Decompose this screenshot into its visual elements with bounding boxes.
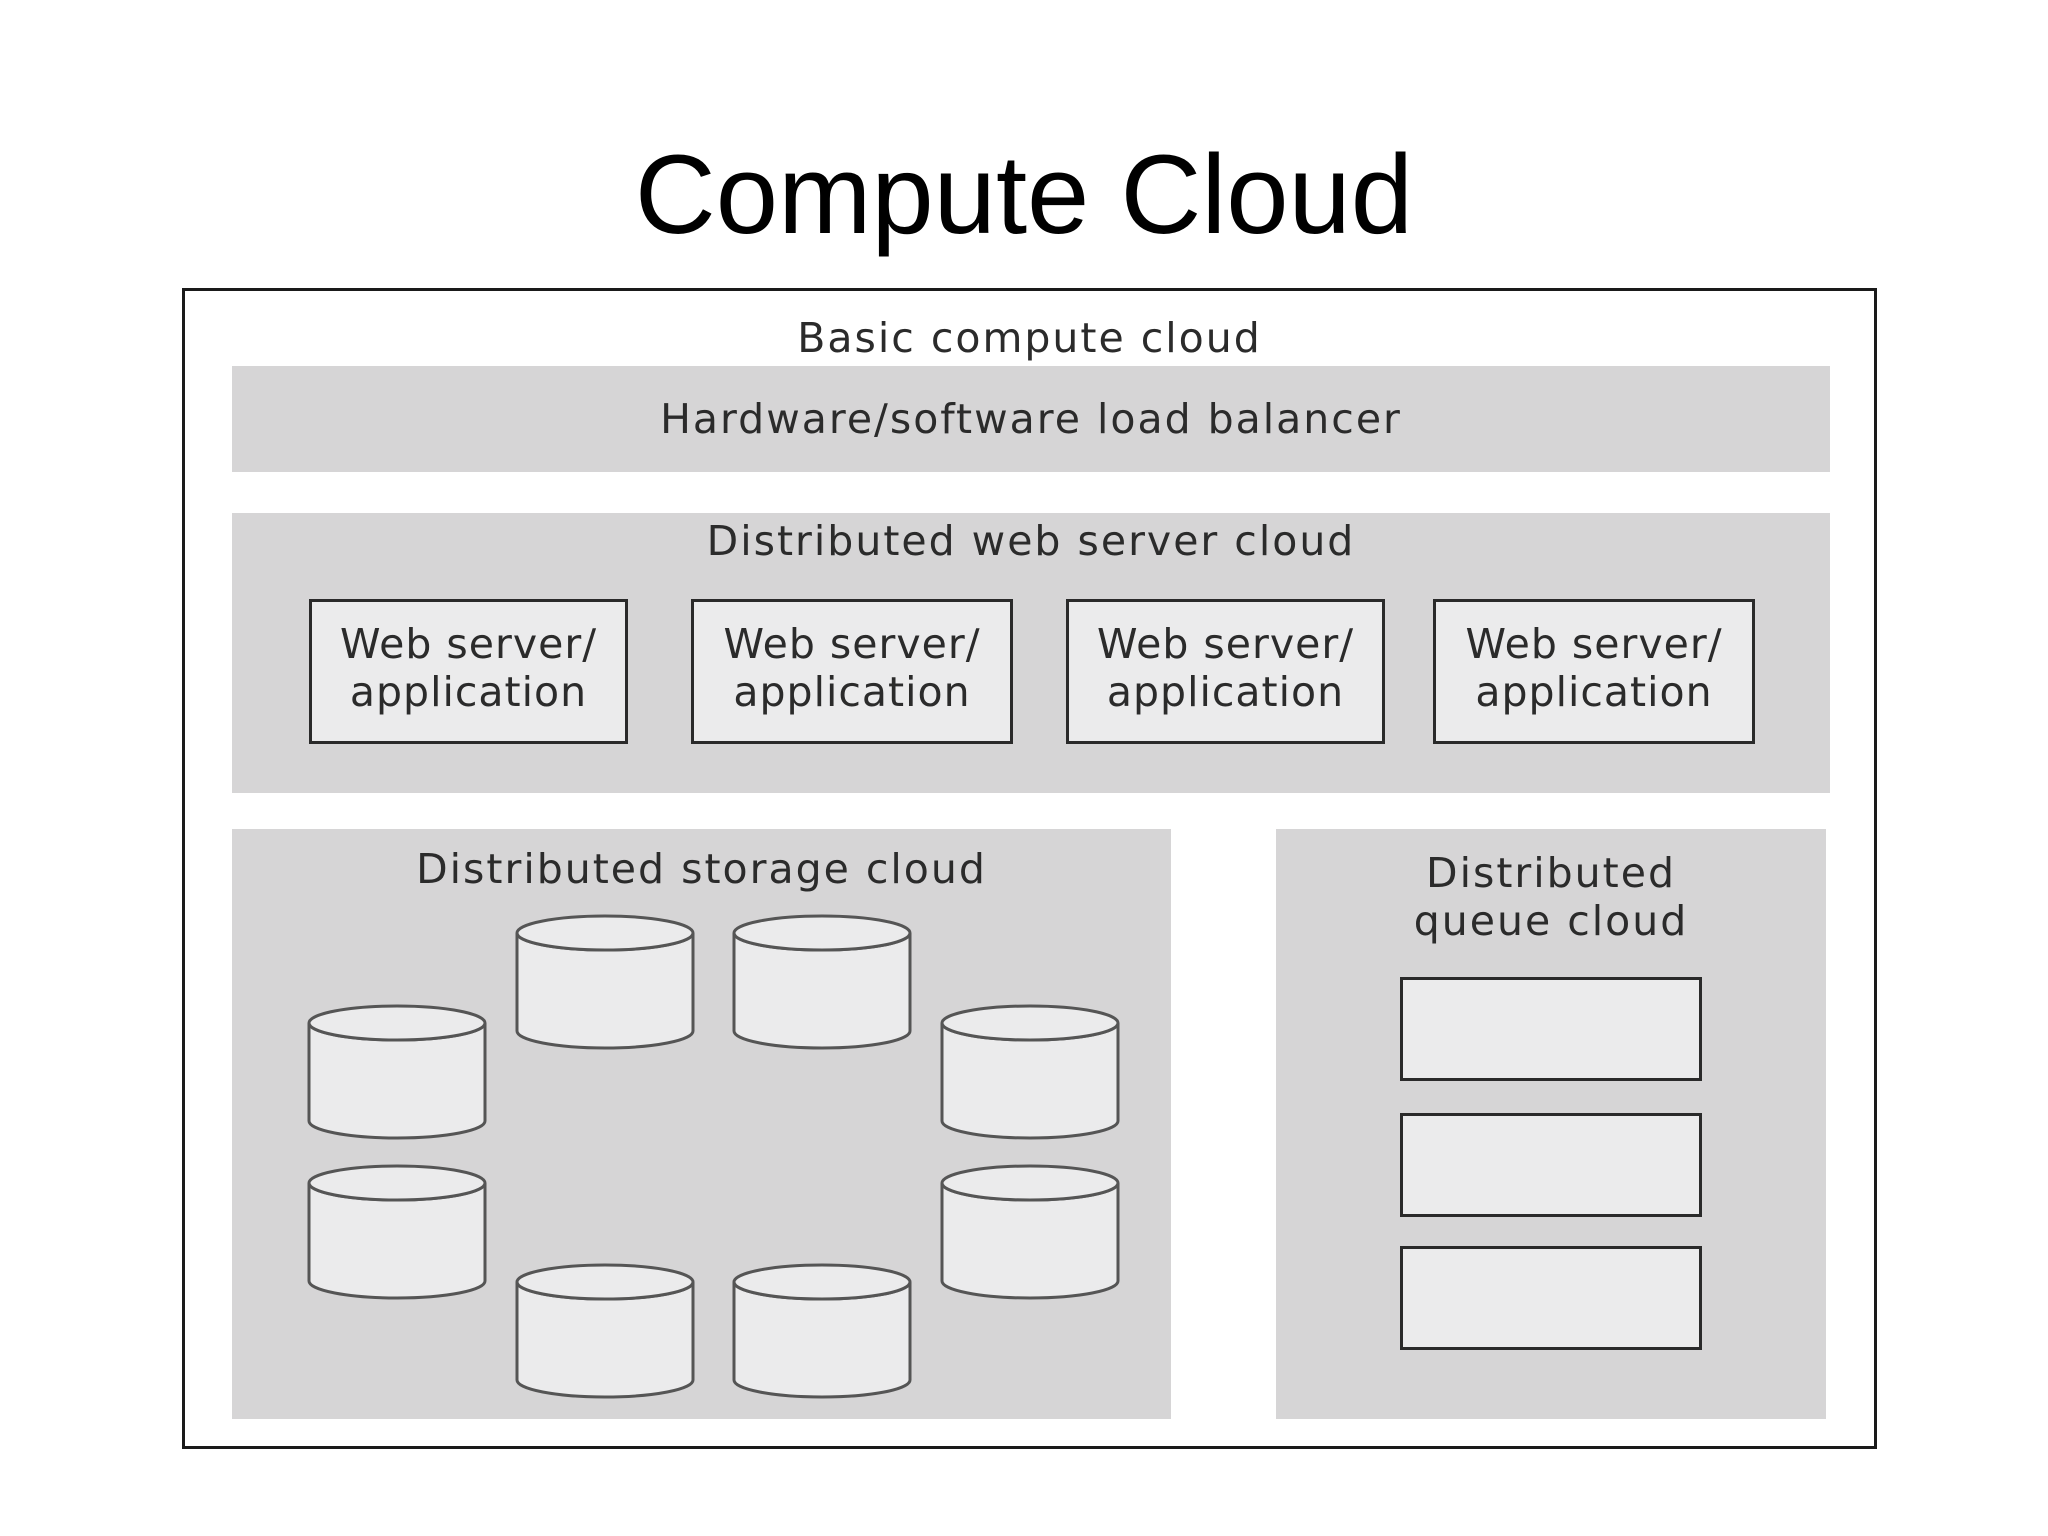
load-balancer-label: Hardware/software load balancer — [660, 395, 1402, 443]
database-cylinder-icon — [515, 1263, 695, 1399]
database-cylinder-icon — [307, 1164, 487, 1300]
queue-box — [1400, 1113, 1702, 1217]
web-server-label-line1: Web server/ — [1096, 620, 1355, 668]
queue-box — [1400, 1246, 1702, 1350]
queue-cloud-label-line1: Distributed — [1426, 849, 1676, 897]
storage-cloud-label: Distributed storage cloud — [416, 845, 987, 893]
queue-cloud-label-line2: queue cloud — [1413, 897, 1689, 945]
web-server-label-line1: Web server/ — [723, 620, 981, 668]
web-server-box: Web server/ application — [691, 599, 1013, 744]
basic-compute-cloud-label: Basic compute cloud — [797, 314, 1262, 362]
load-balancer-panel — [232, 366, 1830, 472]
web-server-box: Web server/ application — [1066, 599, 1385, 744]
queue-box — [1400, 977, 1702, 1081]
web-server-label-line2: application — [733, 668, 971, 716]
web-server-label-line1: Web server/ — [1465, 620, 1723, 668]
web-server-label-line2: application — [1106, 668, 1345, 716]
database-cylinder-icon — [732, 1263, 912, 1399]
web-server-label-line1: Web server/ — [339, 620, 598, 668]
database-cylinder-icon — [515, 914, 695, 1050]
web-server-label-line2: application — [1475, 668, 1713, 716]
web-server-label-line2: application — [349, 668, 588, 716]
web-server-box: Web server/ application — [1433, 599, 1755, 744]
database-cylinder-icon — [732, 914, 912, 1050]
web-server-cloud-label: Distributed web server cloud — [706, 517, 1356, 565]
slide-title: Compute Cloud — [634, 132, 1414, 257]
web-server-box: Web server/ application — [309, 599, 628, 744]
database-cylinder-icon — [940, 1164, 1120, 1300]
database-cylinder-icon — [307, 1004, 487, 1140]
database-cylinder-icon — [940, 1004, 1120, 1140]
